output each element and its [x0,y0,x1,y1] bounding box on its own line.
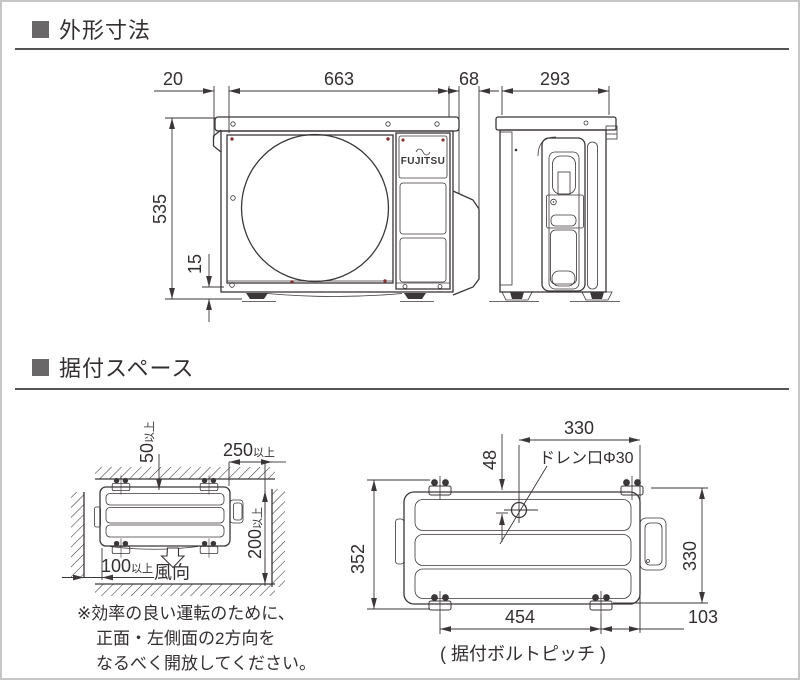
clearance-plan-view: 風向 50以上 250以上 200以上 100以上 [62,421,286,596]
clearance-front-right: 200以上 [245,507,265,559]
wall-front [95,584,275,596]
logo-swoosh-icon [415,148,431,156]
dimension-drawing: FUJITSU [150,69,620,322]
side-body [499,129,607,293]
front-view: FUJITSU [212,116,480,302]
front-panel-mid [399,182,447,235]
section-header-dimensions: 外形寸法 [32,13,151,45]
side-view [489,116,620,302]
section-bullet-icon [32,20,49,38]
front-panel-low [399,237,447,283]
dim-left-offset: 20 [163,69,183,89]
anchor-bolt-icon [589,590,613,616]
corner-trim [587,141,598,290]
bolt-pitch-caption: ( 据付ボルトピッチ ) [440,644,606,664]
dim-top-pitch: 330 [564,418,594,438]
anchor-bolt-icon [428,590,452,616]
efficiency-note: ※効率の良い運転のために、 正面・左側面の2方向を なるべく開放してください。 [77,601,316,676]
drain-port-label: ドレン口Φ30 [539,450,634,467]
dim-drain-offset: 48 [480,450,500,470]
clearance-side: 250以上 [223,440,275,460]
section-header-installation: 据付スペース [32,351,194,383]
hinge-bump [605,125,618,140]
front-top-cover [214,116,460,132]
dim-width: 663 [324,69,354,89]
wind-direction-label: 風向 [154,563,190,583]
dim-height: 535 [150,194,170,224]
wall-back [95,467,275,479]
wind-direction-arrow-icon [160,547,186,569]
dim-depth: 293 [540,69,570,89]
front-body [220,130,454,293]
dim-right-pitch: 330 [680,541,700,571]
dimension-annotations: 20 663 68 293 535 15 [150,69,610,322]
side-panel-front [395,132,451,290]
section-title-installation: 据付スペース [59,356,195,381]
section-divider [15,388,789,390]
unit-bottom [403,491,641,605]
dim-right-edge: 103 [688,607,718,627]
note-line: ※効率の良い運転のために、 [77,604,295,623]
pipe-bracket [541,137,586,292]
dim-right-offset: 68 [459,69,479,89]
bolt-pitch-view: 330 48 ドレン口Φ30 352 330 454 103 ( 据付ボルトピッ… [348,418,718,664]
clearance-left: 100以上 [101,556,153,576]
logo-panel [398,135,448,179]
section-bullet-icon [32,358,49,376]
wall-right [272,489,285,587]
brand-logo: FUJITSU [401,156,445,167]
dim-bottom-pitch: 454 [505,607,535,627]
fan-circle [240,133,390,283]
section-divider [15,48,789,50]
condenser-fins [499,131,513,286]
pipe-cover-tab [212,129,222,153]
wall-left [71,492,84,577]
valve-cover-bulge [452,190,480,296]
foot-right [404,293,426,299]
dim-depth-pitch: 352 [348,544,368,574]
clearance-back: 50以上 [137,421,157,463]
section-title-dimensions: 外形寸法 [59,18,152,43]
dim-base-height: 15 [185,254,205,274]
side-top-cover [495,116,617,131]
anchor-bolt-icon [428,475,452,501]
foot-left [246,293,268,299]
anchor-bolt-icon [199,538,219,558]
note-line: なるべく開放してください。 [96,654,316,673]
note-line: 正面・左側面の2方向を [96,629,276,648]
installation-drawing: 風向 50以上 250以上 200以上 100以上 [62,418,718,664]
